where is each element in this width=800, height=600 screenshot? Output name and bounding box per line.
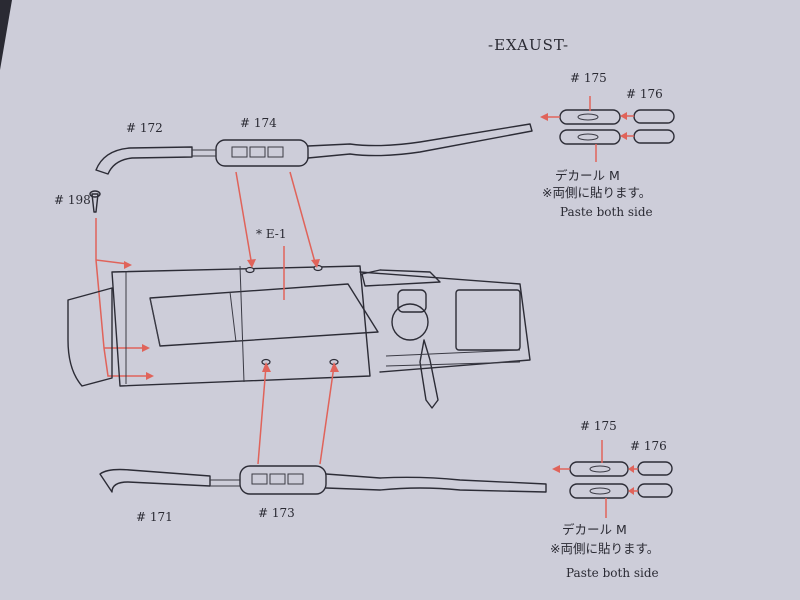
frame-crossmember — [125, 265, 245, 384]
diagram-title: -EXAUST- — [488, 36, 569, 54]
label-e1: * E-1 — [256, 227, 287, 241]
leader-arrowhead — [142, 344, 150, 352]
label-part-172: # 172 — [126, 121, 163, 135]
leader-arrowhead — [330, 362, 339, 372]
label-part-173: # 173 — [258, 506, 295, 520]
screw-leader-lines — [95, 218, 150, 377]
engine-block — [391, 303, 429, 341]
label-part-176-top: # 176 — [626, 87, 663, 101]
tip-decal — [589, 487, 611, 495]
engine-head — [397, 289, 427, 313]
part-174-muffler — [215, 139, 309, 167]
paste-note-en-bottom: Paste both side — [566, 566, 659, 580]
paste-note-jp-top: ※両側に貼ります。 — [542, 185, 651, 200]
drive-shaft — [419, 339, 439, 409]
leader-arrowhead — [628, 465, 634, 473]
part-172-tip — [95, 146, 193, 175]
leader-arrowhead — [262, 362, 271, 372]
tip-decal — [577, 133, 599, 141]
top-exhaust-pipe — [307, 123, 533, 159]
tip-decal — [577, 113, 599, 121]
leader-arrowhead — [620, 132, 627, 140]
leader-arrowhead — [552, 465, 560, 473]
top-exhaust-assembly — [95, 96, 675, 175]
muffler-vent — [231, 146, 248, 158]
bottom-exhaust-assembly — [99, 440, 673, 518]
front-frame — [359, 271, 531, 373]
front-plate — [455, 289, 521, 351]
frame-rail — [385, 349, 521, 367]
label-part-176-bottom: # 176 — [630, 439, 667, 453]
screw-head — [89, 190, 101, 198]
tip-decal — [589, 465, 611, 473]
leader-line — [319, 365, 335, 465]
label-part-171: # 171 — [136, 510, 173, 524]
part-198-screw — [89, 190, 101, 213]
leader-line — [257, 365, 267, 465]
chassis-frame-outline — [111, 265, 371, 387]
leader-arrowhead — [124, 261, 132, 269]
paste-note-jp-bottom: ※両側に貼ります。 — [550, 541, 659, 556]
leader-arrowhead — [311, 259, 320, 268]
leader-arrowhead — [146, 372, 154, 380]
mount-hole — [245, 266, 255, 274]
plate-detail — [149, 291, 237, 347]
leader-line — [289, 171, 317, 267]
pipe-joint — [192, 149, 216, 157]
muffler-vent — [269, 473, 286, 485]
leader-arrowhead — [540, 113, 548, 121]
leader-arrowhead — [628, 487, 634, 495]
decal-note-bottom: デカール M — [562, 522, 627, 537]
part-175-tip-lower — [559, 129, 621, 145]
leader-line — [235, 171, 253, 267]
muffler-vent — [287, 473, 304, 485]
label-part-175-top: # 175 — [570, 71, 607, 85]
mount-hole — [313, 264, 323, 272]
label-part-175-bottom: # 175 — [580, 419, 617, 433]
pipe-joint — [210, 479, 240, 487]
front-bracket — [361, 269, 441, 287]
rear-bumper — [67, 287, 113, 387]
muffler-vent — [249, 146, 266, 158]
leader-arrowhead — [620, 112, 627, 120]
leader-arrowhead — [247, 259, 256, 268]
label-part-198: # 198 — [54, 193, 91, 207]
bottom-exhaust-pipe — [325, 473, 547, 493]
decal-note-top: デカール M — [555, 168, 620, 183]
muffler-vent — [251, 473, 268, 485]
muffler-vent — [267, 146, 284, 158]
label-part-174: # 174 — [240, 116, 277, 130]
part-173-muffler — [239, 465, 327, 495]
screw-body — [91, 193, 99, 213]
paste-note-en-top: Paste both side — [560, 205, 653, 219]
